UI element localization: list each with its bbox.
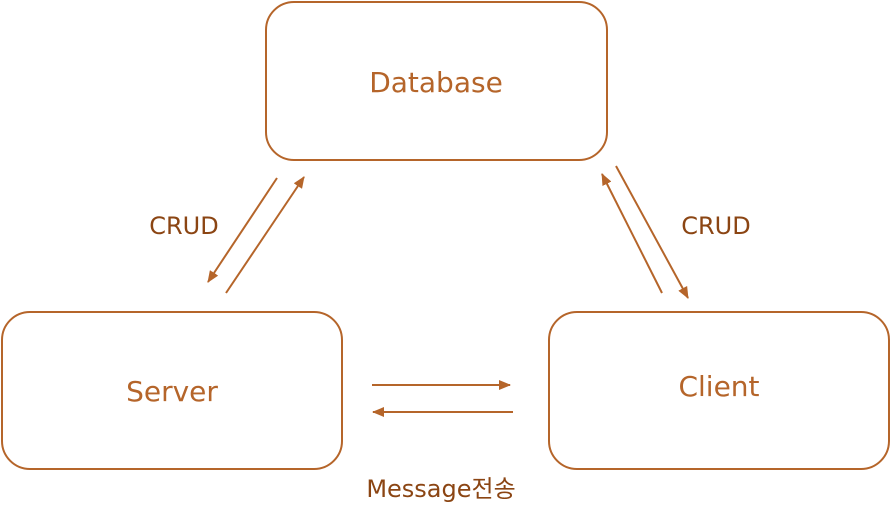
database-to-server-arrow <box>207 177 278 283</box>
database-node[interactable]: Database <box>265 1 608 161</box>
server-client-edge: Message전송 <box>366 380 516 503</box>
database-box <box>265 1 608 161</box>
database-to-client-arrow <box>615 165 689 299</box>
client-node[interactable]: Client <box>548 311 890 470</box>
server-client-label: Message전송 <box>366 475 515 503</box>
server-database-edge: CRUD <box>149 176 305 294</box>
client-box <box>548 311 890 470</box>
client-to-database-arrow <box>601 173 663 294</box>
client-label: Client <box>678 370 759 403</box>
server-to-database-arrow <box>225 176 305 294</box>
server-database-label: CRUD <box>149 212 218 240</box>
client-database-edge: CRUD <box>601 165 751 299</box>
server-label: Server <box>126 375 218 408</box>
server-node[interactable]: Server <box>1 311 343 470</box>
client-database-label: CRUD <box>681 212 750 240</box>
database-label: Database <box>369 66 503 99</box>
server-box <box>1 311 343 470</box>
